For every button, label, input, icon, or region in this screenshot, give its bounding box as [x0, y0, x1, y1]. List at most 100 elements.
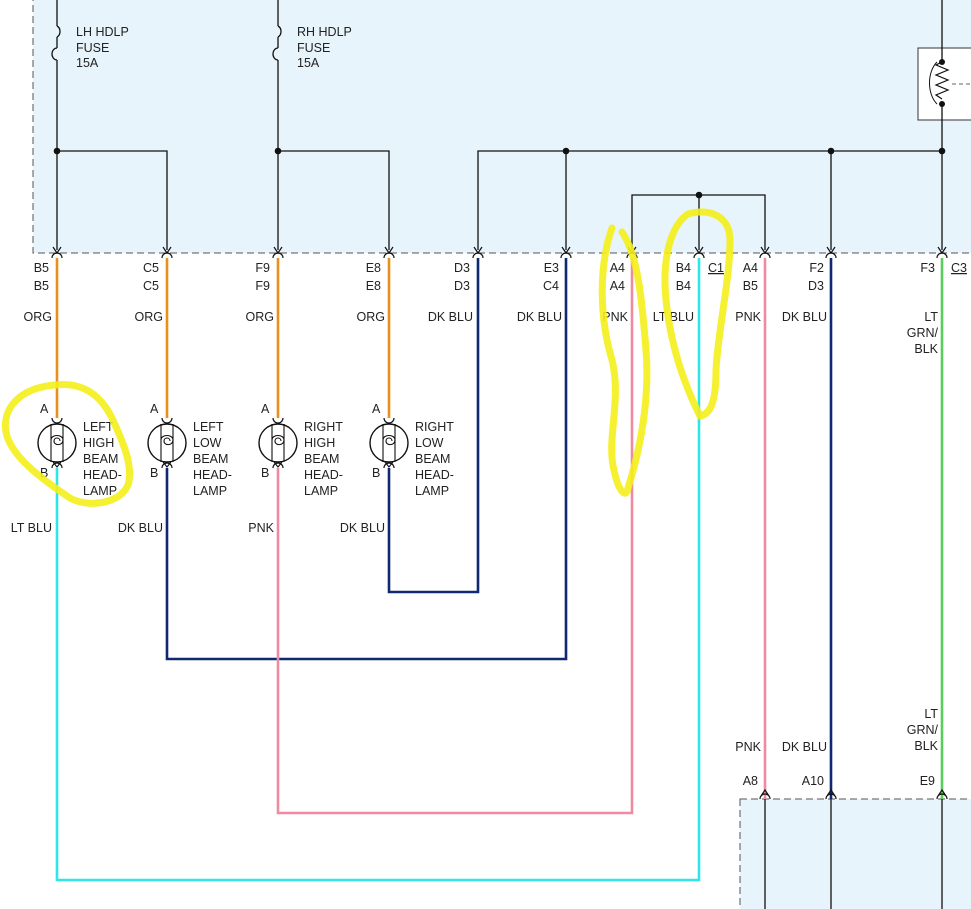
upper-internal-wiring — [56, 0, 943, 250]
lt-grn-blk-label-1: LT — [924, 310, 938, 324]
connector-terminal-icon — [825, 788, 837, 800]
lamp-name-line: LEFT — [193, 420, 224, 434]
external-wires — [55, 258, 944, 909]
lamp-bulb-icon — [369, 417, 409, 469]
pin-top: D3 — [454, 261, 470, 275]
connector-terminals — [51, 246, 948, 800]
highlight-left-high-beam — [1, 381, 134, 507]
pin-top: C5 — [143, 261, 159, 275]
lamp-bulb-icon — [37, 417, 77, 469]
wire-color-label: ORG — [357, 310, 385, 324]
pin-bottom: E8 — [366, 279, 381, 293]
rh-fuse-label-1: RH HDLP — [297, 25, 352, 39]
connector-pin-labels: B5 B5 ORG C5 C5 ORG F9 F9 ORG E8 E8 ORG … — [11, 261, 939, 788]
lamp-bulb-icon — [258, 417, 298, 469]
lamp-name-line: HEAD- — [83, 468, 122, 482]
ground-wire-label: PNK — [248, 521, 274, 535]
lamp-name-line: LEFT — [83, 420, 114, 434]
lh-fuse-label-2: FUSE — [76, 41, 109, 55]
connector-terminal-icon — [693, 246, 705, 259]
pin-a-label: A — [372, 402, 381, 416]
upper-module-box — [32, 0, 971, 254]
lower-pin-label: A10 — [802, 774, 824, 788]
pin-top: B5 — [34, 261, 49, 275]
wire-color-label: PNK — [602, 310, 628, 324]
pin-bottom: A4 — [610, 279, 625, 293]
connector-terminal-icon — [383, 246, 395, 259]
lamp-name-line: LAMP — [193, 484, 227, 498]
pin-b-label: B — [40, 466, 48, 480]
connector-terminal-icon — [825, 246, 837, 259]
lamp-bulb-icon — [147, 417, 187, 469]
lower-pin-label: A8 — [743, 774, 758, 788]
highlight-pnk-a4 — [598, 224, 651, 497]
connector-terminal-icon — [560, 246, 572, 259]
lamp-labels: A B LEFT HIGH BEAM HEAD- LAMP A B LEFT L… — [40, 402, 454, 498]
pin-a-label: A — [150, 402, 159, 416]
wire-color-label: LT BLU — [653, 310, 694, 324]
pin-bottom: D3 — [454, 279, 470, 293]
connector-terminal-icon — [472, 246, 484, 259]
lamp-name-line: HIGH — [83, 436, 114, 450]
ground-wire-label: LT BLU — [11, 521, 52, 535]
connector-terminal-icon — [936, 246, 948, 259]
lh-fuse-symbol — [51, 25, 61, 70]
fuse-labels: LH HDLP FUSE 15A RH HDLP FUSE 15A — [76, 25, 352, 70]
lamp-name-line: BEAM — [83, 452, 118, 466]
pin-top: F2 — [809, 261, 824, 275]
lamp-name-line: LAMP — [304, 484, 338, 498]
wire-color-label: PNK — [735, 310, 761, 324]
lh-fuse-label-1: LH HDLP — [76, 25, 129, 39]
relay-icon — [917, 40, 971, 125]
pin-bottom: B5 — [34, 279, 49, 293]
pin-top: F9 — [255, 261, 270, 275]
connector-terminal-icon — [759, 788, 771, 800]
rh-fuse-label-3: 15A — [297, 56, 320, 70]
wire-color-label: DK BLU — [517, 310, 562, 324]
lamp-name-line: BEAM — [193, 452, 228, 466]
highlight-lt-blu-b4 — [661, 208, 734, 420]
pin-a-label: A — [261, 402, 270, 416]
lamp-name-line: LOW — [415, 436, 444, 450]
pin-top: A4 — [743, 261, 758, 275]
ground-wire-label: DK BLU — [340, 521, 385, 535]
lamp-name-line: RIGHT — [304, 420, 343, 434]
connector-refs: C1 C3 — [708, 261, 967, 275]
connector-terminal-icon — [161, 246, 173, 259]
lamp-name-line: HEAD- — [415, 468, 454, 482]
rh-fuse-symbol — [272, 25, 282, 70]
headlamps — [37, 417, 409, 469]
lamp-name-line: LAMP — [83, 484, 117, 498]
lower-wire-label: PNK — [735, 740, 761, 754]
wire-color-label: ORG — [135, 310, 163, 324]
pin-bottom: C5 — [143, 279, 159, 293]
connector-terminal-icon — [936, 788, 948, 800]
connector-ref-c1: C1 — [708, 261, 724, 275]
wire-color-label: DK BLU — [428, 310, 473, 324]
highlight-annotations — [1, 208, 734, 507]
lamp-name-line: BEAM — [304, 452, 339, 466]
lt-grn-blk-label-1: LT — [924, 707, 938, 721]
lamp-name-line: LAMP — [415, 484, 449, 498]
connector-terminal-icon — [759, 246, 771, 259]
lamp-name-line: BEAM — [415, 452, 450, 466]
lt-grn-blk-label-3: BLK — [914, 342, 938, 356]
pin-top: A4 — [610, 261, 625, 275]
pin-bottom: B4 — [676, 279, 691, 293]
ground-wire-label: DK BLU — [118, 521, 163, 535]
lt-grn-blk-label-3: BLK — [914, 739, 938, 753]
pin-top: E3 — [544, 261, 559, 275]
lamp-name-line: LOW — [193, 436, 222, 450]
lower-wire-label: DK BLU — [782, 740, 827, 754]
lamp-name-line: HIGH — [304, 436, 335, 450]
junction-dots — [53, 147, 946, 199]
lamp-name-line: HEAD- — [193, 468, 232, 482]
pin-b-label: B — [261, 466, 269, 480]
lh-fuse-label-3: 15A — [76, 56, 99, 70]
lt-grn-blk-label-2: GRN/ — [907, 723, 939, 737]
lt-grn-blk-label-2: GRN/ — [907, 326, 939, 340]
connector-ref-c3: C3 — [951, 261, 967, 275]
rh-fuse-label-2: FUSE — [297, 41, 330, 55]
pin-b-label: B — [372, 466, 380, 480]
